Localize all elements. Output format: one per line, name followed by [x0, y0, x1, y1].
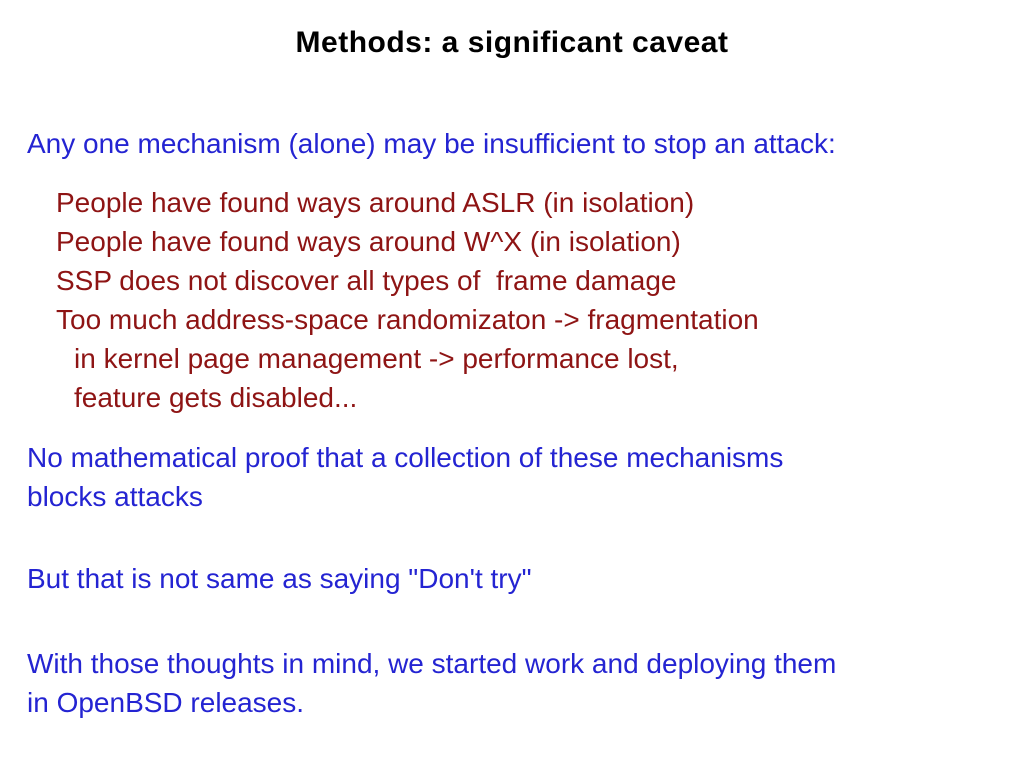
paragraph-line: No mathematical proof that a collection …: [27, 442, 784, 473]
paragraph-line: But that is not same as saying "Don't tr…: [27, 563, 532, 594]
paragraph-line: in OpenBSD releases.: [27, 687, 305, 718]
paragraph-with-those: With those thoughts in mind, we started …: [27, 644, 836, 722]
bullet-line-kernel-page: in kernel page management -> performance…: [74, 343, 679, 374]
paragraph-dont-try: But that is not same as saying "Don't tr…: [27, 559, 532, 598]
bullet-line-wx: People have found ways around W^X (in is…: [56, 226, 681, 257]
paragraph-no-proof: No mathematical proof that a collection …: [27, 438, 783, 516]
slide-title: Methods: a significant caveat: [295, 26, 729, 59]
paragraph-line: With those thoughts in mind, we started …: [27, 648, 837, 679]
bullet-line-feature-disabled: feature gets disabled...: [74, 382, 358, 413]
paragraph-line: blocks attacks: [27, 481, 203, 512]
bullet-line-randomization: Too much address-space randomizaton -> f…: [56, 304, 759, 335]
bullet-line-aslr: People have found ways around ASLR (in i…: [56, 187, 695, 218]
bullet-list: People have found ways around ASLR (in i…: [56, 183, 759, 417]
intro-line: Any one mechanism (alone) may be insuffi…: [27, 128, 836, 159]
bullet-line-ssp: SSP does not discover all types of frame…: [56, 265, 677, 296]
